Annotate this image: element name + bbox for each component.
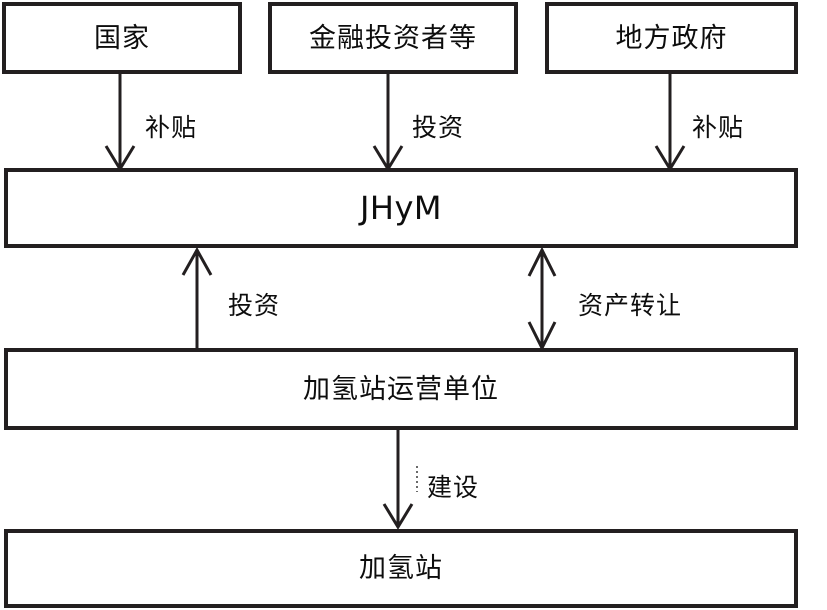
- node-financial-investors-label: 金融投资者等: [309, 22, 477, 54]
- arrow-localgov-to-jhym: [654, 72, 686, 172]
- arrow-state-to-jhym: [104, 72, 136, 172]
- edge-label-state-to-jhym: 补贴: [145, 113, 198, 142]
- node-hydrogen-station[interactable]: 加氢站: [4, 529, 798, 608]
- arrow-operator-to-station: [382, 430, 414, 530]
- edge-label-operator-to-station: 建设: [427, 473, 480, 502]
- node-financial-investors[interactable]: 金融投资者等: [268, 2, 518, 74]
- node-station-operator-label: 加氢站运营单位: [303, 373, 499, 405]
- node-hydrogen-station-label: 加氢站: [359, 553, 443, 584]
- edge-label-operator-to-jhym: 投资: [228, 291, 281, 320]
- edge-label-jhym-operator-assets: 资产转让: [578, 291, 683, 320]
- edge-label-investors-to-jhym: 投资: [412, 113, 465, 142]
- node-state-label: 国家: [94, 22, 150, 54]
- node-jhym-label: JHyM: [359, 189, 443, 227]
- node-state[interactable]: 国家: [2, 2, 242, 74]
- node-jhym[interactable]: JHyM: [4, 168, 798, 248]
- arrow-jhym-operator-assets: [527, 246, 557, 352]
- node-local-government-label: 地方政府: [615, 22, 728, 54]
- edge-label-localgov-to-jhym: 补贴: [692, 113, 745, 142]
- dotted-artifact: [416, 466, 418, 492]
- arrow-operator-to-jhym: [181, 246, 213, 350]
- node-station-operator[interactable]: 加氢站运营单位: [4, 348, 798, 430]
- arrow-investors-to-jhym: [372, 72, 404, 172]
- node-local-government[interactable]: 地方政府: [545, 2, 798, 74]
